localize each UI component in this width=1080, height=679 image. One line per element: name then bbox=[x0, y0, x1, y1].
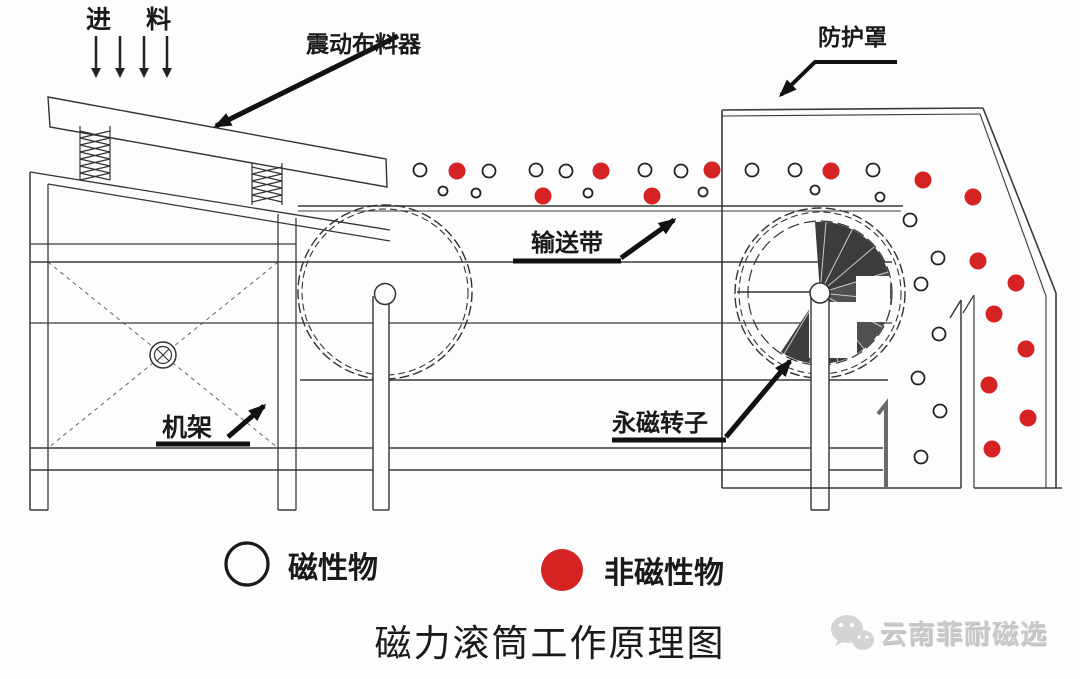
non-magnetic-particle bbox=[1019, 409, 1037, 427]
machine-frame bbox=[29, 172, 297, 511]
particles-layer bbox=[412, 161, 1037, 465]
magnetic-particle bbox=[582, 187, 594, 199]
legend-magnetic-label: 磁性物 bbox=[288, 551, 378, 585]
non-magnetic-particle bbox=[643, 187, 661, 205]
magnetic-particle bbox=[913, 276, 929, 292]
magnetic-particle bbox=[437, 185, 449, 197]
magnetic-particle bbox=[931, 326, 947, 342]
vibrating-feeder-label: 震动布料器 bbox=[306, 31, 422, 57]
non-magnetic-particle bbox=[1007, 274, 1025, 292]
watermark-text: 云南菲耐磁选 bbox=[880, 618, 1049, 649]
bearing-symbol-icon bbox=[149, 341, 177, 369]
non-magnetic-particle bbox=[914, 171, 932, 189]
non-magnetic-particle bbox=[969, 252, 987, 270]
magnet-rotor-label: 永磁转子 bbox=[612, 409, 708, 437]
magnetic-particle bbox=[673, 163, 689, 179]
non-magnetic-particle bbox=[985, 305, 1003, 323]
wechat-icon bbox=[831, 615, 874, 650]
magnetic-particle bbox=[932, 403, 948, 419]
left-pulley bbox=[297, 204, 473, 511]
protective-cover bbox=[721, 107, 1062, 489]
magnetic-drum bbox=[734, 207, 906, 511]
watermark: 云南菲耐磁选 bbox=[828, 608, 1078, 656]
magnetic-particle bbox=[930, 250, 946, 266]
protective-cover-label: 防护罩 bbox=[818, 24, 887, 50]
conveyor-belt-lines bbox=[30, 205, 903, 471]
frame-label: 机架 bbox=[162, 414, 212, 442]
drum-baffle bbox=[876, 398, 888, 488]
magnetic-particle bbox=[910, 370, 926, 386]
non-magnetic-particle bbox=[592, 162, 610, 180]
magnetic-particle bbox=[809, 184, 821, 196]
non-magnetic-particle bbox=[980, 376, 998, 394]
conveyor-belt-label: 输送带 bbox=[531, 229, 603, 257]
diagram-title: 磁力滚筒工作原理图 bbox=[375, 623, 726, 664]
non-magnetic-particle bbox=[1017, 340, 1035, 358]
non-magnetic-particle bbox=[822, 162, 840, 180]
magnetic-particle bbox=[787, 162, 803, 178]
magnetic-particle bbox=[470, 187, 482, 199]
non-magnetic-particle bbox=[534, 187, 552, 205]
magnetic-particle bbox=[913, 449, 929, 465]
magnetic-particle bbox=[412, 162, 428, 178]
feed-label: 进 料 bbox=[86, 6, 185, 34]
legend-non-magnetic-swatch-icon bbox=[541, 549, 583, 591]
vibrating-tray bbox=[29, 96, 391, 242]
non-magnetic-particle bbox=[983, 440, 1001, 458]
spring-supports bbox=[79, 126, 283, 205]
non-magnetic-particle bbox=[964, 188, 982, 206]
magnetic-particle bbox=[874, 191, 886, 203]
legend-non-magnetic-label: 非磁性物 bbox=[604, 556, 724, 590]
magnetic-particle bbox=[865, 162, 881, 178]
leader-arrows bbox=[156, 33, 897, 447]
non-magnetic-particle bbox=[703, 161, 721, 179]
legend: 磁性物 非磁性物 bbox=[224, 541, 724, 591]
magnetic-particle bbox=[902, 212, 918, 228]
magnetic-particle bbox=[481, 163, 497, 179]
magnetic-particle bbox=[744, 162, 760, 178]
non-magnetic-particle bbox=[448, 162, 466, 180]
magnetic-particle bbox=[528, 162, 544, 178]
magnetic-particle bbox=[637, 162, 653, 178]
discharge-divider bbox=[949, 294, 975, 488]
magnetic-particle bbox=[697, 186, 709, 198]
legend-magnetic-swatch-icon bbox=[224, 541, 270, 587]
feed-arrows-icon bbox=[91, 36, 172, 78]
magnetic-particle bbox=[558, 163, 574, 179]
